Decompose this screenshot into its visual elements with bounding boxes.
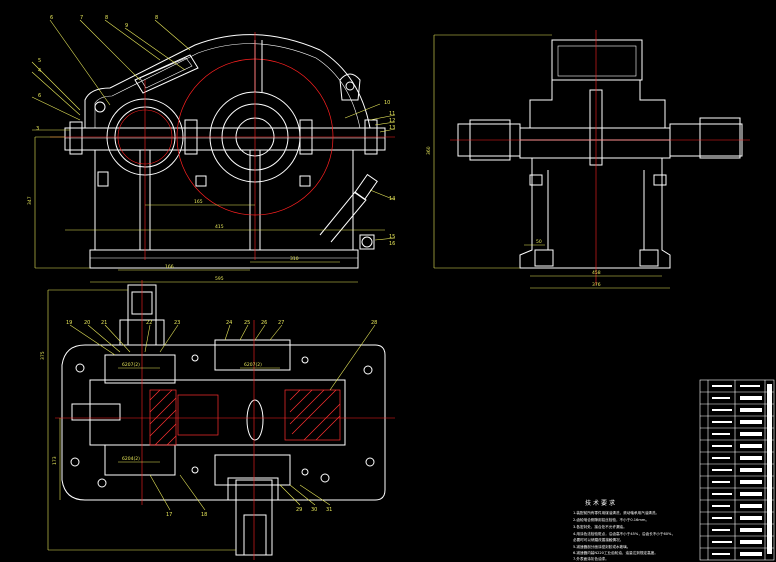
top-part-no-25: 25 bbox=[244, 320, 250, 326]
tech-req-line-7: 6.减速器内装N220工业齿轮油，油量达到规定高度。 bbox=[573, 550, 658, 555]
front-base-plate bbox=[89, 249, 359, 269]
front-part-no-13: 13 bbox=[389, 125, 395, 131]
front-part-no-6: 5 bbox=[38, 58, 41, 64]
front-part-no-8: 6 bbox=[38, 93, 41, 99]
tech-req-line-4: 4.用涂色法检验斑点，沿齿高不小于45%，沿齿长不小于60%， bbox=[573, 531, 675, 536]
technical-requirements: 技术要求 1.装配前所有零件用煤油清洗，滚动轴承用汽油清洗。 2.齿轮啮合侧隙用… bbox=[573, 499, 675, 561]
front-part-no-3: 8 bbox=[105, 15, 108, 21]
tech-req-line-3: 3.各密封处、接合处不允许漏油。 bbox=[573, 524, 627, 529]
top-part-no-21: 21 bbox=[101, 320, 107, 326]
top-bearing-label-1: 6207(2) bbox=[122, 362, 140, 368]
front-part-no-16: 16 bbox=[389, 241, 395, 247]
front-part-no-11: 11 bbox=[389, 111, 395, 117]
top-bearing-label-2: 6204(2) bbox=[122, 456, 140, 462]
top-part-no-22: 22 bbox=[146, 320, 152, 326]
top-base-outline bbox=[61, 344, 386, 501]
front-part-no-5: 8 bbox=[155, 15, 158, 21]
top-part-no-28: 28 bbox=[371, 320, 377, 326]
front-cover bbox=[84, 34, 371, 129]
front-flange bbox=[64, 127, 386, 151]
front-part-no-7: 4 bbox=[38, 68, 41, 74]
side-dim-base: 458 bbox=[592, 270, 601, 276]
tech-req-line-8: 7.外表面涂灰色油漆。 bbox=[573, 556, 609, 561]
front-dim-height: 347 bbox=[27, 196, 33, 205]
front-dim-base-left: 166 bbox=[165, 264, 174, 270]
front-dim-overall: 595 bbox=[215, 276, 224, 282]
parts-list-table bbox=[699, 379, 775, 561]
top-part-no-29: 29 bbox=[296, 507, 302, 513]
tech-req-title: 技术要求 bbox=[585, 499, 617, 507]
side-flange bbox=[519, 127, 671, 159]
front-part-no-1: 6 bbox=[50, 15, 53, 21]
side-dim-width: 376 bbox=[592, 282, 601, 288]
top-bearing-label-3: 6207(2) bbox=[244, 362, 262, 368]
top-dim-left-lower: 173 bbox=[52, 456, 58, 465]
top-part-no-20: 20 bbox=[84, 320, 90, 326]
top-part-no-30: 30 bbox=[311, 507, 317, 513]
front-part-no-14: 14 bbox=[389, 196, 395, 202]
front-part-no-2: 7 bbox=[80, 15, 83, 21]
front-part-no-4: 9 bbox=[125, 23, 128, 29]
tech-req-line-1: 1.装配前所有零件用煤油清洗，滚动轴承用汽油清洗。 bbox=[573, 510, 659, 515]
top-part-no-27: 27 bbox=[278, 320, 284, 326]
top-part-no-19: 19 bbox=[66, 320, 72, 326]
front-dim-span: 415 bbox=[215, 224, 224, 230]
top-part-no-23: 23 bbox=[174, 320, 180, 326]
top-view bbox=[61, 284, 386, 556]
top-part-no-17: 17 bbox=[166, 512, 172, 518]
top-gear-sections bbox=[149, 389, 341, 446]
side-view bbox=[457, 39, 743, 269]
front-view bbox=[64, 34, 386, 269]
side-dim-small: 50 bbox=[536, 239, 542, 245]
top-part-no-24: 24 bbox=[226, 320, 232, 326]
parts-list-cells bbox=[712, 384, 772, 556]
side-dim-height: 360 bbox=[426, 146, 432, 155]
front-part-no-12: 12 bbox=[389, 118, 395, 124]
tech-req-line-2: 2.齿轮啮合侧隙用铅丝检验，不小于0.16mm。 bbox=[573, 517, 649, 522]
front-part-no-15: 15 bbox=[389, 234, 395, 240]
oil-dipstick bbox=[319, 191, 367, 243]
front-dim-base-right: 310 bbox=[290, 256, 299, 262]
front-part-no-9: 3 bbox=[36, 126, 39, 132]
tech-req-line-5: 必要时可以研磨改善接触情况。 bbox=[573, 537, 623, 542]
top-dim-left-total: 375 bbox=[40, 351, 46, 360]
side-lower-housing bbox=[519, 158, 671, 269]
top-part-no-18: 18 bbox=[201, 512, 207, 518]
top-part-no-26: 26 bbox=[261, 320, 267, 326]
front-part-no-10: 10 bbox=[384, 100, 390, 106]
top-part-no-31: 31 bbox=[326, 507, 332, 513]
tech-req-line-6: 5.减速器剖分面涂密封胶或水玻璃。 bbox=[573, 544, 630, 549]
front-dim-center: 165 bbox=[194, 199, 203, 205]
